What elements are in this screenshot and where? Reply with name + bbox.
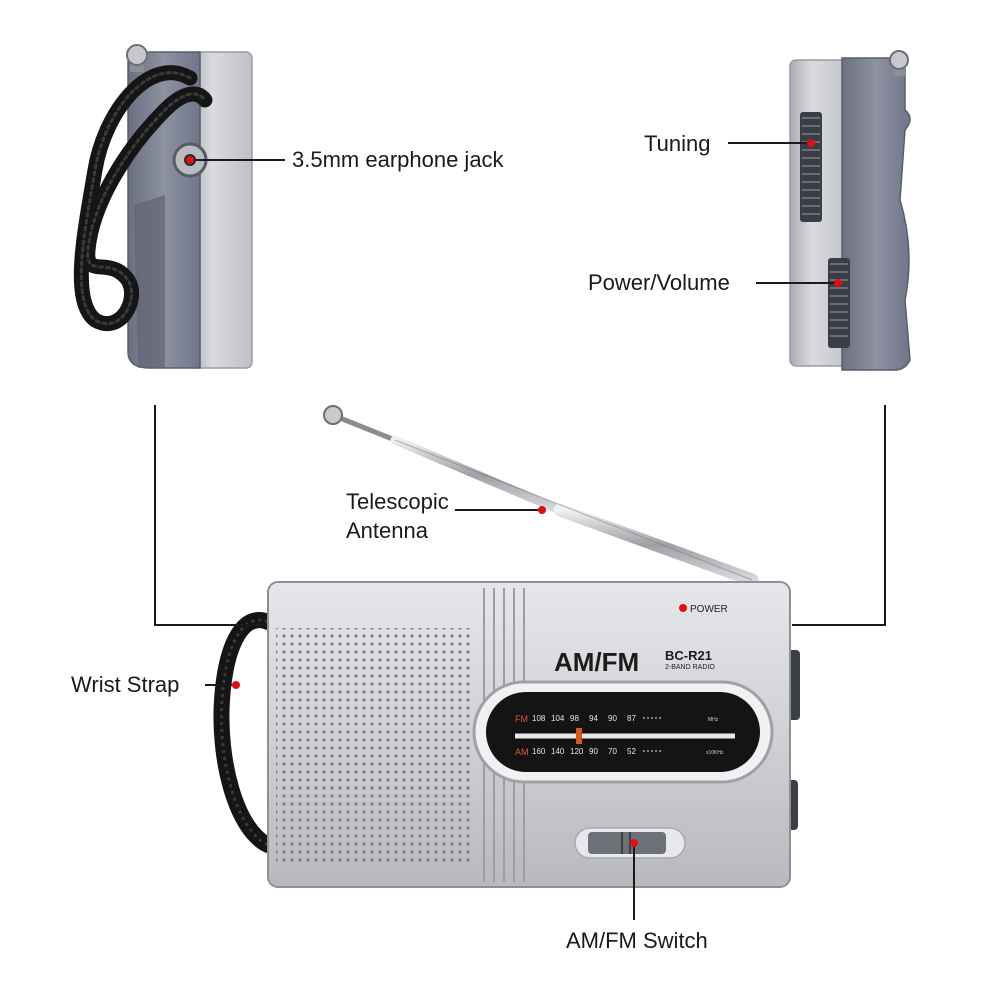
fm-dot xyxy=(647,717,649,719)
fm-dot xyxy=(659,717,661,719)
model-label: BC-R21 xyxy=(665,648,712,663)
amfm-switch-label: AM/FM Switch xyxy=(566,928,708,953)
am-tick-3: 90 xyxy=(589,747,598,756)
tuning-label: Tuning xyxy=(644,131,711,156)
antenna-label-line1: Telescopic xyxy=(346,489,449,514)
front-view xyxy=(213,405,800,888)
subtitle-label: 2-BAND RADIO xyxy=(665,664,715,671)
am-scale: 160 140 120 90 70 52 xyxy=(532,747,661,756)
power-label: POWER xyxy=(690,604,728,615)
volume-wheel-icon xyxy=(828,258,850,348)
am-tick-1: 140 xyxy=(551,747,565,756)
fm-tick-0: 108 xyxy=(532,714,546,723)
am-tick-5: 52 xyxy=(627,747,636,756)
fm-tick-2: 98 xyxy=(570,714,579,723)
power-volume-label: Power/Volume xyxy=(588,270,730,295)
tuning-dial xyxy=(472,680,774,784)
antenna-tip-left xyxy=(126,44,148,72)
earphone-jack-label: 3.5mm earphone jack xyxy=(292,147,504,172)
am-tick-4: 70 xyxy=(608,747,617,756)
fm-dot xyxy=(643,717,645,719)
am-dot xyxy=(651,750,653,752)
fm-tick-5: 87 xyxy=(627,714,636,723)
fm-scale: 108 104 98 94 90 87 xyxy=(532,714,661,723)
am-dot xyxy=(655,750,657,752)
antenna-label-line2: Antenna xyxy=(346,518,428,543)
callout-markers xyxy=(186,139,842,847)
fm-tick-1: 104 xyxy=(551,714,565,723)
fm-dot xyxy=(655,717,657,719)
fm-dot xyxy=(651,717,653,719)
fm-tick-3: 94 xyxy=(589,714,598,723)
am-tick-2: 120 xyxy=(570,747,584,756)
antenna-tip-right xyxy=(889,50,909,76)
tuning-wheel-icon xyxy=(800,112,822,222)
left-side-view xyxy=(73,44,253,369)
dial-fm-label: FM xyxy=(515,714,528,724)
am-tick-0: 160 xyxy=(532,747,546,756)
am-unit: x10KHz xyxy=(706,750,724,756)
fm-tick-4: 90 xyxy=(608,714,617,723)
dial-am-label: AM xyxy=(515,747,529,757)
speaker-grille xyxy=(276,628,471,864)
am-dot xyxy=(643,750,645,752)
right-side-view xyxy=(789,50,911,371)
wrist-strap-label: Wrist Strap xyxy=(71,672,180,697)
am-dot xyxy=(647,750,649,752)
power-led xyxy=(679,604,687,612)
telescopic-antenna xyxy=(323,405,759,587)
leader-lines xyxy=(154,142,886,920)
fm-unit: MHz xyxy=(708,717,719,723)
brand-label: AM/FM xyxy=(554,647,639,677)
am-dot xyxy=(659,750,661,752)
